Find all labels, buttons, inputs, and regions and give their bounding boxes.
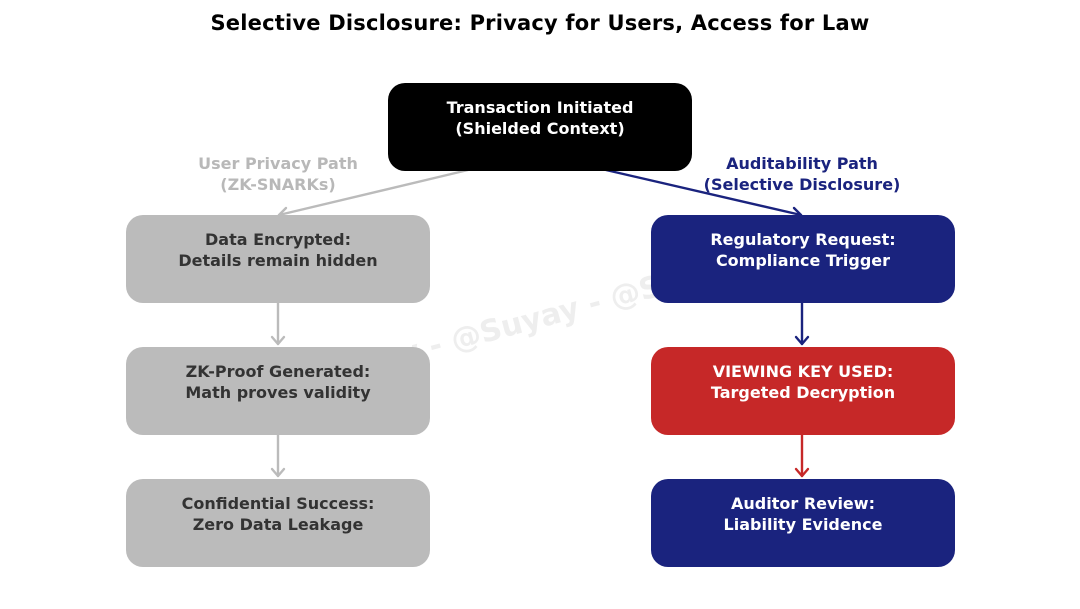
node-data-encrypted: Data Encrypted: Details remain hidden: [126, 215, 430, 303]
audit-path-label: Auditability Path (Selective Disclosure): [672, 153, 932, 195]
edge-root-to-regulatory-request: [604, 168, 803, 217]
privacy-path-label-line2: (ZK-SNARKs): [220, 175, 336, 194]
node-viewing-key-used-line1: VIEWING KEY USED:: [712, 362, 894, 381]
privacy-path-label-line1: User Privacy Path: [198, 154, 358, 173]
node-confidential-success-line1: Confidential Success:: [181, 494, 375, 513]
node-transaction-initiated-line2: (Shielded Context): [455, 119, 625, 138]
arrowhead-zk-proof: [270, 335, 286, 346]
node-auditor-review: Auditor Review: Liability Evidence: [651, 479, 955, 567]
node-confidential-success-line2: Zero Data Leakage: [192, 515, 364, 534]
node-data-encrypted-line1: Data Encrypted:: [204, 230, 352, 249]
node-regulatory-request-line2: Compliance Trigger: [715, 251, 891, 270]
node-transaction-initiated-line1: Transaction Initiated: [446, 98, 634, 117]
node-zk-proof-generated: ZK-Proof Generated: Math proves validity: [126, 347, 430, 435]
arrowhead-viewing-key: [794, 335, 810, 346]
privacy-path-label: User Privacy Path (ZK-SNARKs): [148, 153, 408, 195]
node-confidential-success: Confidential Success: Zero Data Leakage: [126, 479, 430, 567]
arrowhead-auditor-review: [794, 467, 810, 478]
node-auditor-review-line2: Liability Evidence: [723, 515, 883, 534]
node-zk-proof-generated-line1: ZK-Proof Generated:: [185, 362, 371, 381]
node-zk-proof-generated-line2: Math proves validity: [185, 383, 371, 402]
node-viewing-key-used: VIEWING KEY USED: Targeted Decryption: [651, 347, 955, 435]
node-regulatory-request: Regulatory Request: Compliance Trigger: [651, 215, 955, 303]
node-viewing-key-used-line2: Targeted Decryption: [710, 383, 896, 402]
audit-path-label-line1: Auditability Path: [726, 154, 878, 173]
node-auditor-review-line1: Auditor Review:: [731, 494, 875, 513]
node-regulatory-request-line1: Regulatory Request:: [710, 230, 896, 249]
edge-root-to-data-encrypted: [277, 168, 470, 217]
arrowhead-confidential-success: [270, 467, 286, 478]
diagram-title: Selective Disclosure: Privacy for Users,…: [210, 11, 870, 35]
node-transaction-initiated: Transaction Initiated (Shielded Context): [388, 83, 692, 171]
audit-path-label-line2: (Selective Disclosure): [703, 175, 901, 194]
node-data-encrypted-line2: Details remain hidden: [178, 251, 378, 270]
